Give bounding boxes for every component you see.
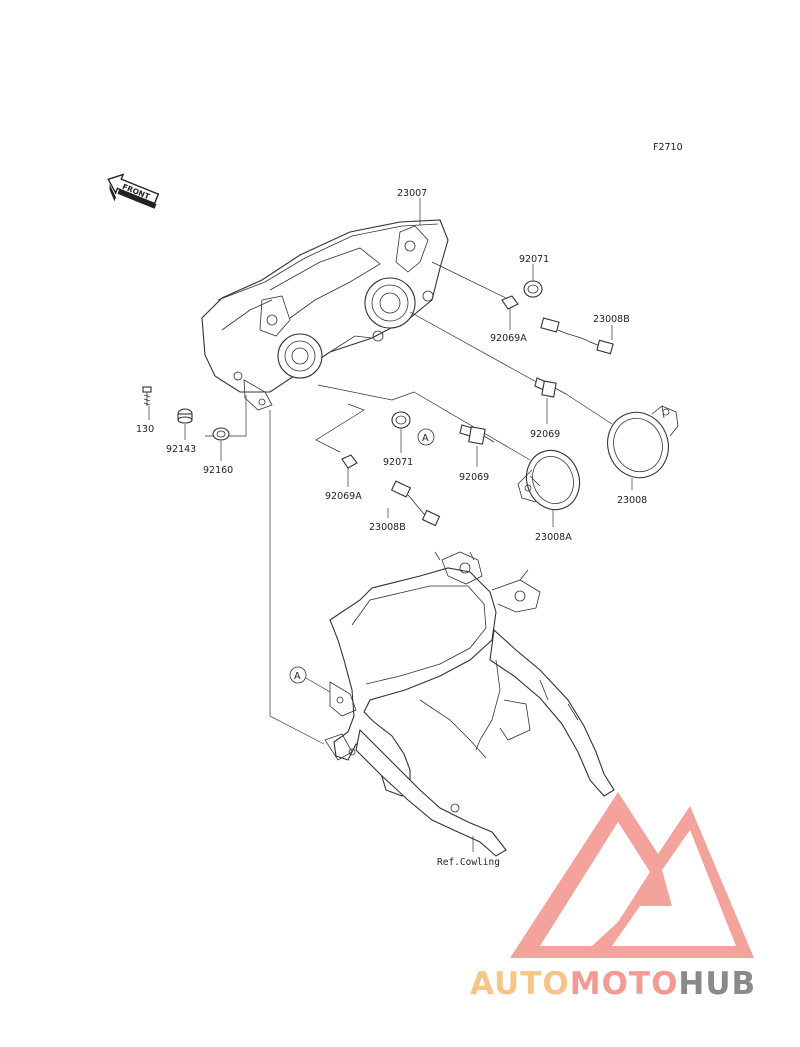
bulb-small-upper [501, 295, 519, 310]
damper [212, 427, 230, 441]
callout-a-lower-label: A [294, 671, 301, 682]
headlight-bracket [324, 551, 615, 857]
label-bulb-small-upper: 92069A [490, 333, 527, 344]
watermark-text: AUTOMOTOHUB [470, 966, 795, 1002]
label-grommet-upper: 92071 [519, 254, 549, 265]
label-bolt: 130 [136, 424, 154, 435]
watermark-auto: AUTO [470, 966, 570, 1002]
socket-upper [540, 317, 614, 355]
watermark-hub: HUB [678, 966, 757, 1002]
front-arrow-icon: FRONT [107, 173, 160, 209]
bolt [142, 386, 152, 406]
label-bulb-lower: 92069 [459, 472, 489, 483]
bulb-upper [534, 377, 567, 398]
label-bulb-small-lower: 92069A [325, 491, 362, 502]
grommet-lower [391, 411, 411, 429]
grommet-upper [523, 280, 543, 298]
bulb-small-lower [341, 454, 358, 469]
label-cover-right: 23008 [617, 495, 647, 506]
callout-a-upper [417, 428, 435, 446]
label-socket-lower: 23008B [369, 522, 406, 533]
ref-note: Ref.Cowling [437, 857, 500, 868]
figure-code: F2710 [653, 142, 683, 153]
watermark-logo-icon [510, 792, 754, 958]
label-socket-upper: 23008B [593, 314, 630, 325]
watermark-moto: MOTO [569, 966, 679, 1002]
bulb-lower [459, 424, 495, 445]
label-headlight-assembly: 23007 [397, 188, 427, 199]
label-damper: 92160 [203, 465, 233, 476]
label-cover-left: 23008A [535, 532, 572, 543]
label-collar: 92143 [166, 444, 196, 455]
cover-right [607, 405, 679, 479]
label-grommet-lower: 92071 [383, 457, 413, 468]
socket-lower [390, 480, 441, 527]
callout-a-lower [289, 666, 307, 684]
cover-left [517, 449, 581, 511]
callout-a-upper-label: A [422, 433, 429, 444]
headlight-assembly [201, 219, 449, 411]
collar [177, 408, 193, 424]
label-bulb-upper: 92069 [530, 429, 560, 440]
